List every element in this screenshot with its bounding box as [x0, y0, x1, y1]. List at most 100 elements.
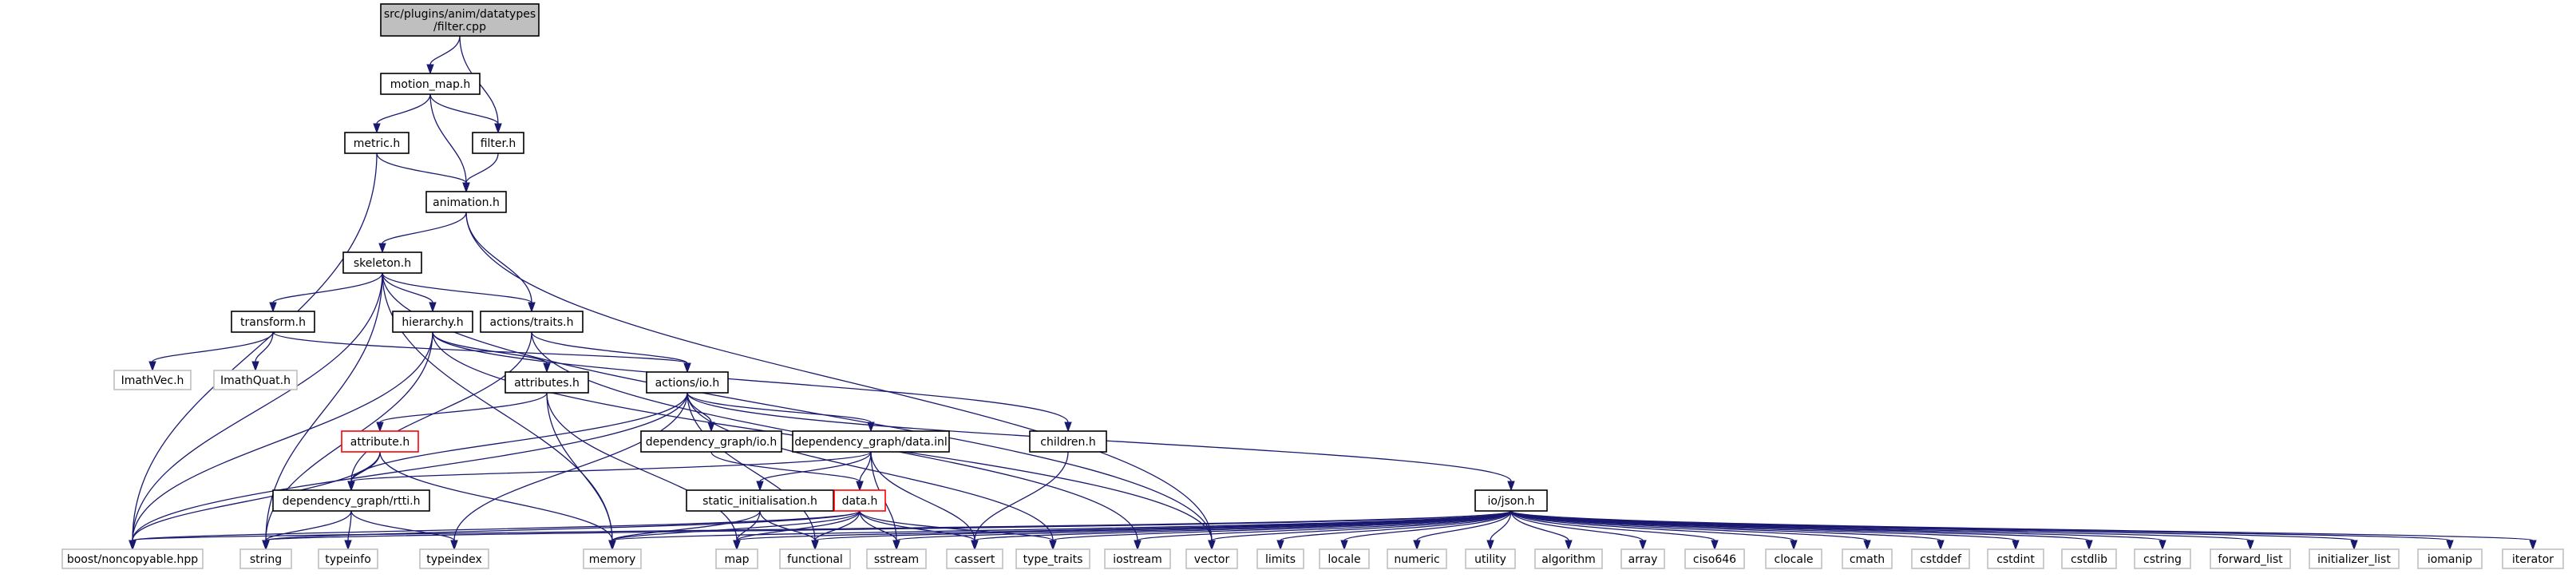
arrowhead — [1790, 540, 1798, 551]
arrowhead — [1863, 540, 1871, 551]
node-static-init-h[interactable]: static_initialisation.h — [686, 489, 834, 512]
arrowhead — [2529, 540, 2537, 551]
node-iostream[interactable]: iostream — [1104, 548, 1171, 569]
node-array[interactable]: array — [1620, 548, 1665, 569]
arrowhead — [2350, 540, 2358, 551]
arrowhead — [129, 540, 137, 551]
node-box — [1029, 430, 1107, 453]
node-data-h[interactable]: data.h — [833, 489, 886, 512]
node-cstdint[interactable]: cstdint — [1987, 548, 2044, 569]
arrowhead — [892, 540, 900, 551]
node-iterator[interactable]: iterator — [2502, 548, 2564, 569]
node-algorithm[interactable]: algorithm — [1534, 548, 1603, 569]
node-actions-traits-h[interactable]: actions/traits.h — [480, 311, 584, 333]
node-metric-h[interactable]: metric.h — [344, 132, 410, 154]
node-cstdlib[interactable]: cstdlib — [2061, 548, 2117, 569]
edge-dg-rtti-h-to-typeindex — [350, 510, 455, 541]
edge-dg-rtti-h-to-typeinfo — [347, 510, 352, 541]
node-functional[interactable]: functional — [779, 548, 851, 569]
arrowhead — [1639, 540, 1647, 551]
node-dg-data-inl[interactable]: dependency_graph/data.inl — [792, 430, 950, 453]
node-cstring[interactable]: cstring — [2134, 548, 2191, 569]
node-hierarchy-h[interactable]: hierarchy.h — [392, 311, 473, 333]
node-box — [640, 430, 782, 453]
node-locale[interactable]: locale — [1319, 548, 1370, 569]
edge-transform-h-to-actions-io-h — [272, 331, 688, 364]
arrowhead — [1413, 540, 1421, 551]
node-label: src/plugins/anim/datatypes — [384, 8, 536, 21]
node-box — [583, 548, 642, 569]
node-imathvec-h[interactable]: ImathVec.h — [113, 370, 192, 390]
node-cstddef[interactable]: cstddef — [1911, 548, 1970, 569]
node-box — [472, 132, 524, 154]
edge-filter-h-to-animation-h — [465, 152, 499, 184]
node-sstream[interactable]: sstream — [866, 548, 927, 569]
edge-filter-cpp-to-motion-map-h — [429, 35, 461, 65]
node-iomanip[interactable]: iomanip — [2417, 548, 2483, 569]
node-vector[interactable]: vector — [1185, 548, 1238, 569]
node-numeric[interactable]: numeric — [1387, 548, 1447, 569]
arrowhead — [856, 481, 864, 492]
node-filter-cpp[interactable]: src/plugins/anim/datatypes/filter.cpp — [380, 3, 540, 37]
node-dg-rtti-h[interactable]: dependency_graph/rtti.h — [272, 489, 430, 512]
node-label: static_initialisation.h — [702, 495, 817, 508]
node-transform-h[interactable]: transform.h — [231, 311, 315, 333]
node-box — [2061, 548, 2117, 569]
edge-data-h-to-string — [265, 510, 861, 541]
node-ciso646[interactable]: ciso646 — [1684, 548, 1745, 569]
node-filter-h[interactable]: filter.h — [472, 132, 524, 154]
node-box — [318, 548, 378, 569]
arrowhead — [608, 540, 616, 551]
node-label: cmath — [1850, 553, 1885, 566]
arrowhead — [450, 540, 458, 551]
node-imathquat-h[interactable]: ImathQuat.h — [213, 370, 298, 390]
node-string[interactable]: string — [239, 548, 292, 569]
node-box — [1474, 489, 1548, 512]
node-boost-noncopyable[interactable]: boost/noncopyable.hpp — [61, 548, 204, 569]
arrowhead — [373, 123, 381, 134]
edge-io-json-h-to-cassert — [974, 510, 1512, 541]
edge-io-json-h-to-ciso646 — [1510, 510, 1715, 541]
node-animation-h[interactable]: animation.h — [425, 191, 507, 213]
node-attribute-h[interactable]: attribute.h — [341, 430, 419, 453]
arrowhead — [426, 64, 434, 75]
node-io-json-h[interactable]: io/json.h — [1474, 489, 1548, 512]
node-clocale[interactable]: clocale — [1765, 548, 1822, 569]
node-label: cassert — [955, 553, 995, 566]
node-children-h[interactable]: children.h — [1029, 430, 1107, 453]
node-actions-io-h[interactable]: actions/io.h — [646, 371, 729, 394]
node-type-traits[interactable]: type_traits — [1015, 548, 1090, 569]
node-motion-map-h[interactable]: motion_map.h — [380, 73, 481, 95]
node-box — [61, 548, 204, 569]
node-label: iostream — [1113, 553, 1162, 566]
node-label: cstdint — [1996, 553, 2035, 566]
edge-data-h-to-boost-noncopyable — [132, 510, 861, 541]
edge-actions-io-h-to-typeindex — [453, 392, 688, 541]
node-label: numeric — [1394, 553, 1439, 566]
node-skeleton-h[interactable]: skeleton.h — [342, 251, 422, 274]
node-typeinfo[interactable]: typeinfo — [318, 548, 378, 569]
node-box — [833, 489, 886, 512]
edge-layer — [129, 35, 2537, 551]
node-utility[interactable]: utility — [1465, 548, 1516, 569]
node-typeindex[interactable]: typeindex — [419, 548, 489, 569]
edge-children-h-to-cassert — [974, 451, 1069, 541]
node-label: cstdlib — [2071, 553, 2107, 566]
node-map[interactable]: map — [715, 548, 758, 569]
node-box — [946, 548, 1003, 569]
node-box — [1534, 548, 1603, 569]
node-limits[interactable]: limits — [1256, 548, 1304, 569]
node-box — [1185, 548, 1238, 569]
node-box — [231, 311, 315, 333]
edge-animation-h-to-actions-traits-h — [465, 212, 532, 303]
node-attributes-h[interactable]: attributes.h — [505, 371, 589, 394]
node-label: data.h — [842, 495, 878, 508]
node-forward-list[interactable]: forward_list — [2210, 548, 2291, 569]
node-cmath[interactable]: cmath — [1842, 548, 1893, 569]
node-dg-io-h[interactable]: dependency_graph/io.h — [640, 430, 782, 453]
node-memory[interactable]: memory — [583, 548, 642, 569]
node-initializer-list[interactable]: initializer_list — [2309, 548, 2400, 569]
node-cassert[interactable]: cassert — [946, 548, 1003, 569]
node-label: clocale — [1775, 553, 1814, 566]
node-box — [792, 430, 950, 453]
